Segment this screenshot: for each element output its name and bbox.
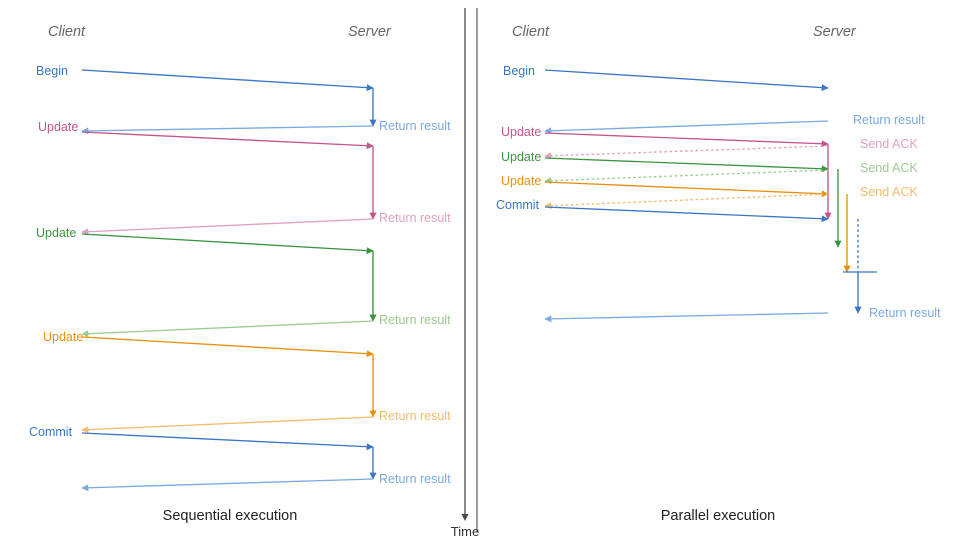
message-arrow-parallel-8 — [544, 206, 829, 223]
message-arrow-parallel-1 — [544, 120, 829, 135]
message-arrow-parallel-7 — [544, 193, 829, 210]
message-arrow-parallel-4 — [544, 157, 829, 173]
message-arrow-parallel-6 — [544, 181, 829, 198]
message-label-sequential-5: Return result — [379, 313, 451, 327]
message-arrow-sequential-9 — [81, 478, 374, 492]
message-arrow-parallel-5 — [544, 169, 829, 185]
message-arrow-sequential-8 — [81, 432, 374, 451]
message-arrow-parallel-9 — [544, 312, 829, 323]
time-axis-label: Time — [451, 524, 479, 539]
message-arrow-parallel-3 — [544, 145, 829, 160]
lane-header-server-parallel: Server — [813, 24, 857, 40]
message-label-sequential-6: Update — [43, 330, 83, 344]
panel-title-parallel: Parallel execution — [661, 508, 775, 524]
message-arrow-sequential-2 — [81, 131, 374, 150]
message-label-parallel-4: Update — [501, 150, 541, 164]
message-arrow-parallel-2 — [544, 132, 829, 148]
time-axis-arrowhead — [461, 514, 469, 521]
message-label-parallel-7: Send ACK — [860, 185, 918, 199]
message-label-parallel-2: Update — [501, 125, 541, 139]
message-label-sequential-0: Begin — [36, 64, 68, 78]
lane-header-client-sequential: Client — [48, 24, 86, 40]
lane-header-server-sequential: Server — [348, 24, 392, 40]
message-label-sequential-4: Update — [36, 226, 76, 240]
message-label-sequential-3: Return result — [379, 211, 451, 225]
message-label-sequential-7: Return result — [379, 409, 451, 423]
message-arrow-sequential-4 — [81, 233, 374, 255]
message-label-parallel-9: Return result — [869, 306, 941, 320]
message-arrow-sequential-7 — [81, 416, 374, 434]
message-label-parallel-3: Send ACK — [860, 137, 918, 151]
message-flow-layer — [81, 69, 877, 492]
message-label-parallel-6: Update — [501, 174, 541, 188]
message-label-parallel-5: Send ACK — [860, 161, 918, 175]
message-arrow-sequential-1 — [81, 125, 374, 135]
message-label-parallel-0: Begin — [503, 64, 535, 78]
lane-header-client-parallel: Client — [512, 24, 550, 40]
time-axis: Time — [451, 8, 479, 539]
message-label-sequential-9: Return result — [379, 472, 451, 486]
message-label-parallel-1: Return result — [853, 113, 925, 127]
message-arrow-sequential-6 — [81, 336, 374, 358]
message-arrow-sequential-0 — [81, 69, 374, 92]
message-label-sequential-1: Return result — [379, 119, 451, 133]
panel-title-sequential: Sequential execution — [163, 508, 298, 524]
message-arrow-sequential-5 — [81, 320, 374, 338]
message-label-parallel-8: Commit — [496, 198, 540, 212]
message-arrow-sequential-3 — [81, 218, 374, 236]
message-label-sequential-8: Commit — [29, 425, 73, 439]
message-arrow-parallel-0 — [544, 69, 829, 92]
message-label-sequential-2: Update — [38, 120, 78, 134]
